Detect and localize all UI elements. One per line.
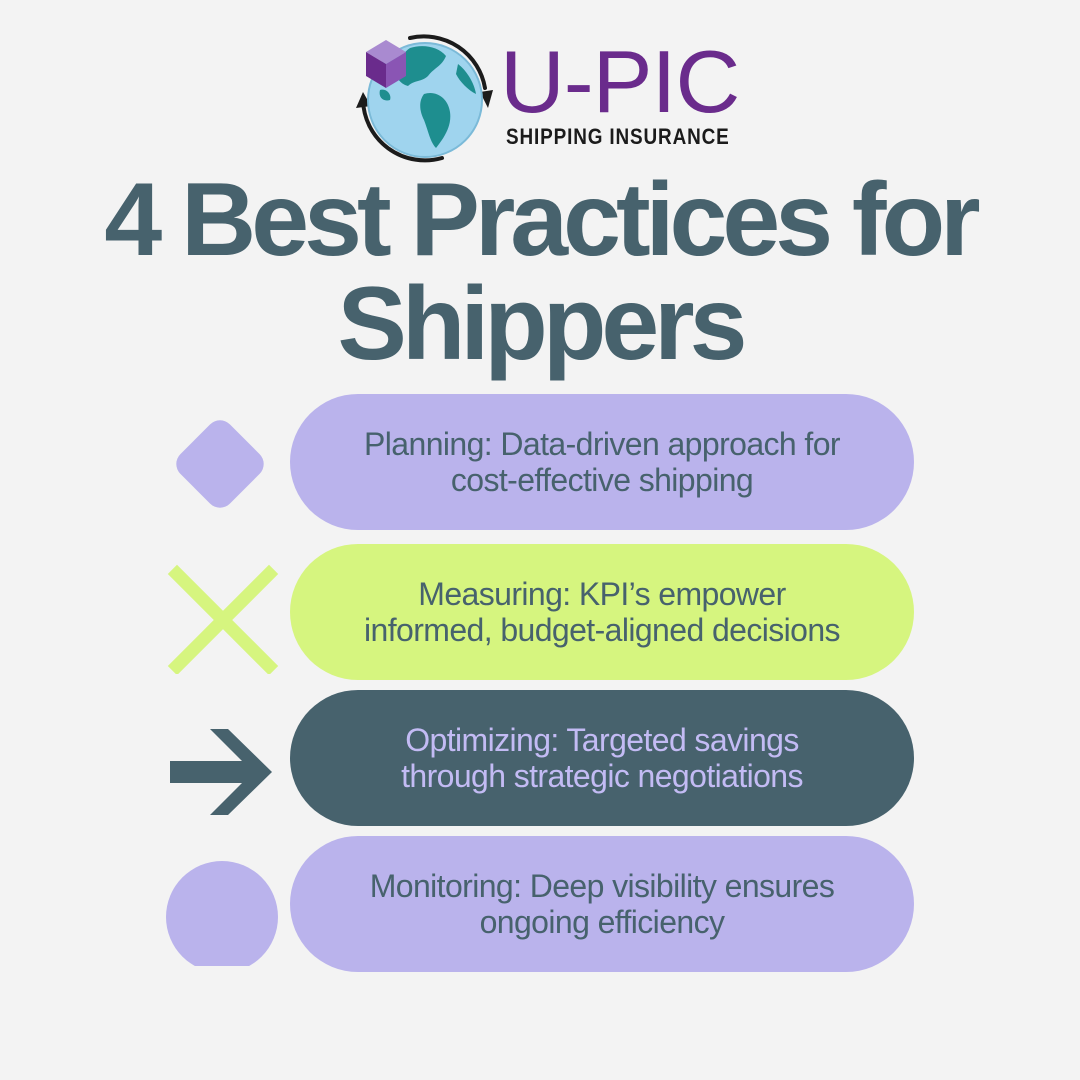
- arrow-right-icon: [160, 700, 280, 820]
- practice-text: Measuring: KPI’s empower informed, budge…: [364, 576, 841, 648]
- logo-brand-name: U-PIC: [500, 32, 740, 131]
- logo-tagline: SHIPPING INSURANCE: [506, 124, 730, 149]
- practice-card-monitoring: Monitoring: Deep visibility ensures ongo…: [290, 836, 914, 972]
- practice-optimizing: Optimizing: Targeted savings through str…: [0, 690, 1080, 830]
- circular-arrows-icon: [361, 34, 487, 163]
- practice-line-2: informed, budget-aligned decisions: [364, 612, 841, 648]
- page-title: 4 Best Practices for Shippers: [0, 168, 1080, 376]
- x-icon: [160, 554, 280, 676]
- globe-icon: [350, 30, 500, 170]
- practice-monitoring: Monitoring: Deep visibility ensures ongo…: [0, 836, 1080, 976]
- practice-line-1: Planning: Data-driven approach for: [364, 426, 841, 462]
- practice-line-1: Optimizing: Targeted savings: [405, 722, 799, 758]
- practice-card-planning: Planning: Data-driven approach for cost-…: [290, 394, 914, 530]
- practice-planning: Planning: Data-driven approach for cost-…: [0, 394, 1080, 534]
- circle-icon: [160, 846, 280, 973]
- diamond-icon: [160, 404, 280, 524]
- practice-line-1: Monitoring: Deep visibility ensures: [369, 868, 835, 904]
- title-line-2: Shippers: [337, 266, 748, 382]
- practice-measuring: Measuring: KPI’s empower informed, budge…: [0, 544, 1080, 684]
- practice-line-2: through strategic negotiations: [401, 758, 803, 794]
- title-line-1: 4 Best Practices for: [104, 162, 980, 278]
- practice-line-2: ongoing efficiency: [479, 904, 725, 940]
- practice-card-measuring: Measuring: KPI’s empower informed, budge…: [290, 544, 914, 680]
- practice-line-2: cost-effective shipping: [450, 462, 754, 498]
- practice-card-optimizing: Optimizing: Targeted savings through str…: [290, 690, 914, 826]
- practice-text: Planning: Data-driven approach for cost-…: [364, 426, 841, 498]
- practice-line-1: Measuring: KPI’s empower: [418, 576, 786, 612]
- brand-logo: U-PIC SHIPPING INSURANCE: [350, 30, 740, 170]
- practice-text: Monitoring: Deep visibility ensures ongo…: [370, 868, 835, 940]
- practice-text: Optimizing: Targeted savings through str…: [401, 722, 803, 794]
- purple-box-icon: [366, 40, 406, 88]
